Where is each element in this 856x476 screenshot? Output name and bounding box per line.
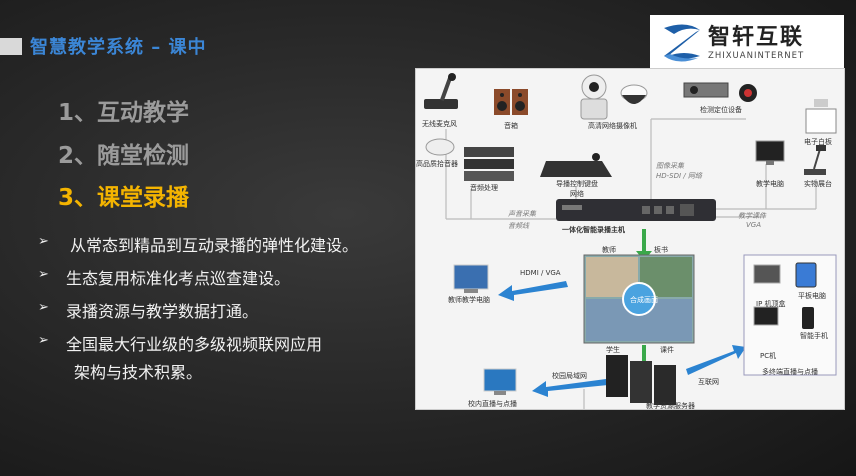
document-camera-icon bbox=[804, 145, 826, 175]
teacher-pc-icon bbox=[755, 140, 785, 165]
hd-camera-icon bbox=[580, 74, 608, 120]
diagram-label-hdsdi: HD-SDI / 网络 bbox=[656, 172, 702, 180]
diagram-label-campus-lan: 校园局域网 bbox=[552, 372, 587, 380]
list-item-text: 录播资源与教学数据打通。 bbox=[66, 302, 259, 321]
diagram-label-board: 板书 bbox=[654, 246, 668, 254]
list-item-text: 生态复用标准化考点巡查建设。 bbox=[66, 269, 291, 288]
campus-monitor-icon bbox=[483, 368, 517, 395]
diagram-label-teaching-pc: 教师教学电脑 bbox=[448, 296, 490, 304]
diagram-label-teacher: 教师 bbox=[602, 246, 616, 254]
arrow-bullet-icon: ➢ bbox=[38, 234, 49, 249]
diagram-label-hd-camera: 高清网络摄像机 bbox=[588, 122, 637, 130]
logo-mark-icon bbox=[664, 24, 700, 62]
left-arrow-icon bbox=[498, 281, 568, 301]
brand-logo: 智轩互联 ZHIXUANINTERNET bbox=[650, 15, 844, 71]
logo-text: 智轩互联 ZHIXUANINTERNET bbox=[708, 25, 804, 61]
logo-name: 智轩互联 bbox=[708, 25, 805, 50]
diagram-label-campus-live: 校内直播与点播 bbox=[468, 400, 517, 408]
server-icon bbox=[606, 355, 676, 405]
list-item: ➢ 录播资源与教学数据打通。 bbox=[38, 298, 358, 331]
audio-pickup-icon bbox=[425, 138, 455, 156]
diagram-label-vga: VGA bbox=[746, 221, 762, 229]
diagram-label-booth: 实物展台 bbox=[804, 180, 832, 188]
diagram-graphics bbox=[424, 73, 837, 409]
list-item: ➢ 从常态到精品到互动录播的弹性化建设。 bbox=[38, 232, 358, 265]
diagram-label-audio-proc: 音频处理 bbox=[470, 184, 498, 192]
diagram-label-teacher-pc: 教学电脑 bbox=[756, 180, 784, 188]
page-title: 智慧教学系统 – 课中 bbox=[30, 37, 207, 58]
speaker-icon bbox=[494, 89, 528, 115]
director-keyboard-icon bbox=[540, 153, 612, 177]
whiteboard-icon bbox=[805, 99, 837, 134]
diagram-label-whiteboard: 电子白板 bbox=[804, 138, 832, 146]
logo-subtitle: ZHIXUANINTERNET bbox=[708, 51, 805, 61]
diagram-label-audio-source: 高品质拾音器 bbox=[416, 160, 458, 168]
recording-system-diagram: 无线麦克风 音箱 高清网络摄像机 检测定位设备 高品质拾音器 音频处理 导播控制… bbox=[415, 68, 845, 410]
arrow-bullet-icon: ➢ bbox=[38, 267, 49, 282]
down-arrow-icon bbox=[636, 229, 652, 261]
list-item: ➢ 全国最大行业级的多级视频联网应用 bbox=[38, 331, 358, 359]
diagram-label-mic: 无线麦克风 bbox=[422, 120, 457, 128]
diagram-label-network: 网络 bbox=[570, 190, 584, 198]
diagram-label-recorder: 一体化智能录播主机 bbox=[562, 226, 625, 234]
title-square-icon bbox=[0, 37, 22, 55]
wireless-mic-icon bbox=[424, 73, 458, 109]
audio-processor-icon bbox=[464, 147, 514, 181]
arrow-bullet-icon: ➢ bbox=[38, 333, 49, 348]
diagram-label-smartphone: 智能手机 bbox=[800, 332, 828, 340]
composite-screen-icon bbox=[583, 254, 695, 344]
diagram-label-ip-box: IP 机顶盒 bbox=[756, 300, 786, 308]
dome-camera-icon bbox=[620, 84, 648, 104]
menu-item-class-recording[interactable]: 3、课堂录播 bbox=[58, 185, 190, 211]
diagram-label-resource-server: 教学资源服务器 bbox=[646, 402, 695, 410]
list-item-text: 全国最大行业级的多级视频联网应用 bbox=[66, 335, 323, 354]
diagram-label-director: 导播控制键盘 bbox=[556, 180, 598, 188]
right-arrow-icon bbox=[686, 345, 746, 375]
menu-item-interactive-teaching[interactable]: 1、互动教学 bbox=[58, 100, 190, 126]
diagram-label-image-capture: 图像采集 bbox=[656, 162, 684, 170]
diagram-label-sound-capture: 声音采集 bbox=[508, 210, 536, 218]
diagram-label-hdmi-vga: HDMI / VGA bbox=[520, 269, 561, 277]
tracking-device-icon bbox=[683, 82, 757, 102]
diagram-label-audio-line: 音频线 bbox=[508, 222, 529, 230]
left-arrow-icon bbox=[532, 379, 608, 397]
feature-list: ➢ 从常态到精品到互动录播的弹性化建设。 ➢ 生态复用标准化考点巡查建设。 ➢ … bbox=[38, 232, 358, 387]
recorder-host-icon bbox=[556, 199, 716, 221]
diagram-label-speaker: 音箱 bbox=[504, 122, 518, 130]
arrow-bullet-icon: ➢ bbox=[38, 300, 49, 315]
teaching-pc-icon bbox=[453, 264, 489, 293]
title-bar: 智慧教学系统 – 课中 bbox=[0, 33, 207, 59]
diagram-label-internet: 互联网 bbox=[698, 378, 719, 386]
menu-item-class-test[interactable]: 2、随堂检测 bbox=[58, 143, 190, 169]
diagram-label-detector: 检测定位设备 bbox=[700, 106, 742, 114]
diagram-label-multi-terminal: 多终端直播与点播 bbox=[762, 368, 818, 376]
list-item-continuation: 架构与技术积累。 bbox=[74, 363, 203, 382]
list-item: ➢ 生态复用标准化考点巡查建设。 bbox=[38, 265, 358, 298]
list-item-text: 从常态到精品到互动录播的弹性化建设。 bbox=[70, 236, 359, 255]
diagram-label-teaching-courseware: 教学课件 bbox=[738, 212, 766, 220]
terminal-devices-icon bbox=[753, 262, 817, 329]
diagram-label-courseware: 课件 bbox=[660, 346, 674, 354]
diagram-label-student: 学生 bbox=[606, 346, 620, 354]
diagram-label-composite: 合成画面 bbox=[630, 296, 658, 304]
diagram-label-tablet: 平板电脑 bbox=[798, 292, 826, 300]
diagram-label-pc: PC机 bbox=[760, 352, 777, 360]
